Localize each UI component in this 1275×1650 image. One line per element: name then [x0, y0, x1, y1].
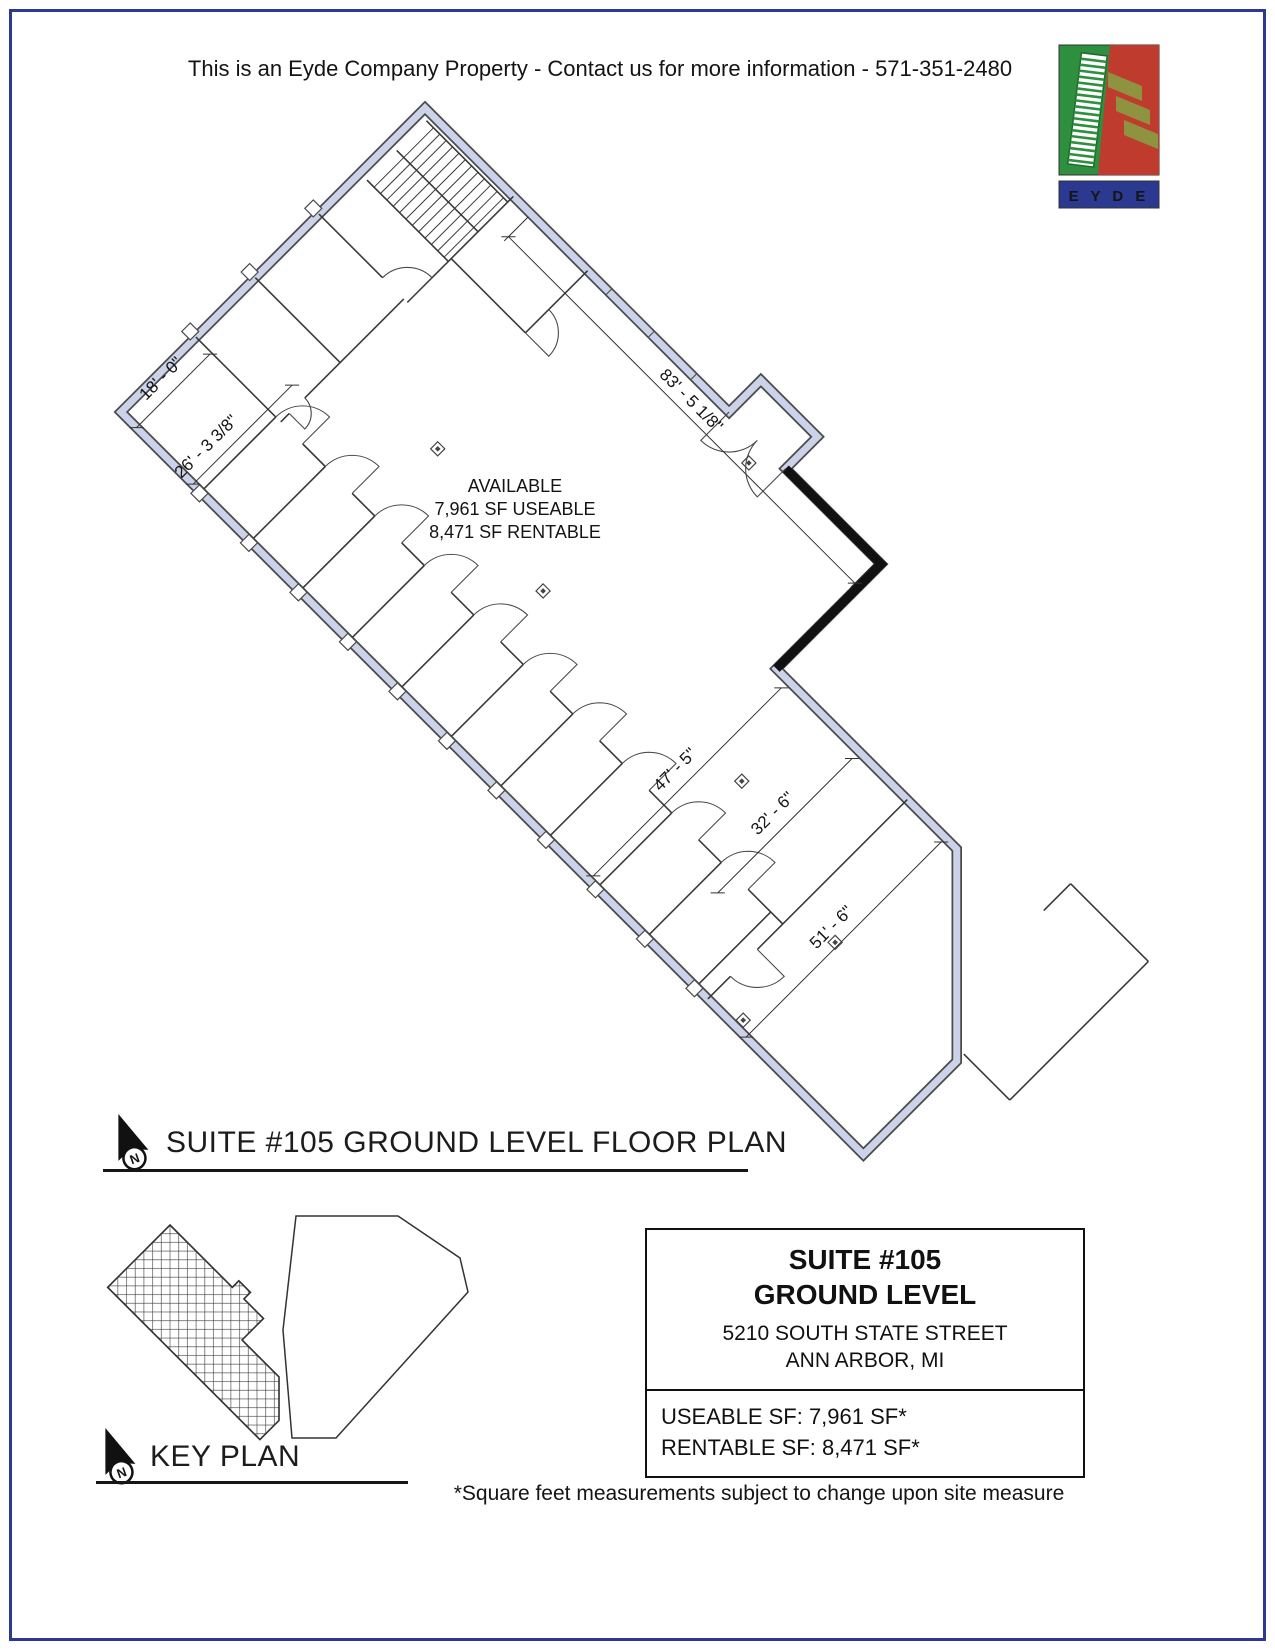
eyde-logo-mark: E Y D E [1058, 44, 1160, 209]
column-marker-dots [434, 445, 838, 1023]
demising-wall [773, 465, 888, 672]
dimension-32-label: 32' - 6" [747, 788, 798, 839]
column-markers [429, 440, 844, 1029]
interior-walls [254, 120, 908, 1000]
address-line1: 5210 SOUTH STATE STREET [722, 1322, 1008, 1345]
key-plan-underline [96, 1481, 408, 1484]
building-outline-edges [121, 76, 1199, 1154]
pilasters [180, 199, 704, 998]
office-partitions [200, 416, 772, 988]
key-plan-hatched-suite [106, 1217, 330, 1441]
dimension-47-label: 47' - 5" [650, 744, 701, 795]
available-label-line2: 7,961 SF USEABLE [434, 499, 595, 519]
door-swings [275, 266, 787, 989]
footnote: *Square feet measurements subject to cha… [453, 1482, 1065, 1505]
available-label: AVAILABLE 7,961 SF USEABLE 8,471 SF RENT… [429, 476, 601, 542]
key-plan-drawing [106, 1215, 469, 1441]
dimension-26-label: 26' - 3 3/8" [171, 411, 242, 482]
useable-sf: USEABLE SF: 7,961 SF* [661, 1403, 907, 1429]
logo-letters: E Y D E [1069, 188, 1150, 205]
floor-plan-drawing: 83' - 5 1/8" 47' - 5" 32' - 6" 51' - 6" … [105, 66, 1245, 1206]
info-box-top: SUITE #105 GROUND LEVEL 5210 SOUTH STATE… [645, 1228, 1085, 1391]
north-arrow-icon [102, 1107, 155, 1176]
dimension-51-label: 51' - 6" [806, 902, 857, 953]
window-ticks [604, 287, 698, 381]
eyde-logo: E Y D E [1058, 44, 1160, 209]
available-label-line3: 8,471 SF RENTABLE [429, 522, 601, 542]
rentable-sf: RENTABLE SF: 8,471 SF* [661, 1435, 920, 1461]
info-box: SUITE #105 GROUND LEVEL 5210 SOUTH STATE… [645, 1228, 1085, 1479]
suite-title: SUITE #105 [788, 1244, 942, 1275]
stair-treads [373, 127, 504, 258]
level-title: GROUND LEVEL [753, 1279, 977, 1310]
building-outline-core [121, 76, 1199, 1154]
plan-title-underline [103, 1169, 748, 1172]
dimension-83-label: 83' - 5 1/8" [656, 365, 727, 436]
key-plan-label: KEY PLAN [150, 1440, 301, 1473]
north-arrow-icon [89, 1421, 142, 1490]
info-box-bottom: USEABLE SF: 7,961 SF* RENTABLE SF: 8,471… [645, 1388, 1085, 1479]
key-plan-building-outline [282, 1215, 469, 1439]
dimension-18-label: 18' - 0" [136, 353, 187, 404]
neighbor-walls [963, 883, 1149, 1101]
available-label-line1: AVAILABLE [468, 476, 562, 496]
address-line2: ANN ARBOR, MI [785, 1349, 945, 1373]
plan-title: SUITE #105 GROUND LEVEL FLOOR PLAN [166, 1126, 788, 1159]
dimension-lines [129, 216, 949, 1038]
office-front-wall [195, 336, 784, 925]
header-text: This is an Eyde Company Property - Conta… [187, 56, 1013, 81]
